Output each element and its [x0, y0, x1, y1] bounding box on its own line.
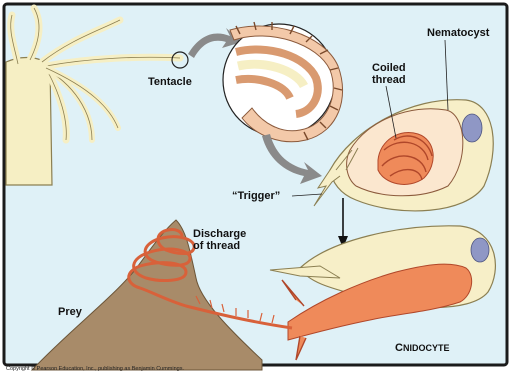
label-discharge-of-thread-line1: Discharge — [193, 228, 246, 240]
label-trigger: “Trigger” — [232, 190, 280, 202]
label-nematocyst: Nematocyst — [427, 27, 489, 39]
label-cnidocyte-rest: NIDOCYTE — [403, 343, 450, 353]
label-tentacle: Tentacle — [148, 76, 192, 88]
label-coiled-thread-line2: thread — [372, 74, 406, 86]
label-cnidocyte-initial: C — [395, 342, 403, 354]
label-cnidocyte: CNIDOCYTE — [395, 342, 449, 354]
label-coiled-thread-line1: Coiled — [372, 62, 406, 74]
copyright-notice: Copyright © Pearson Education, Inc., pub… — [6, 366, 184, 372]
label-prey: Prey — [58, 306, 82, 318]
label-discharge-of-thread-line2: of thread — [193, 240, 240, 252]
